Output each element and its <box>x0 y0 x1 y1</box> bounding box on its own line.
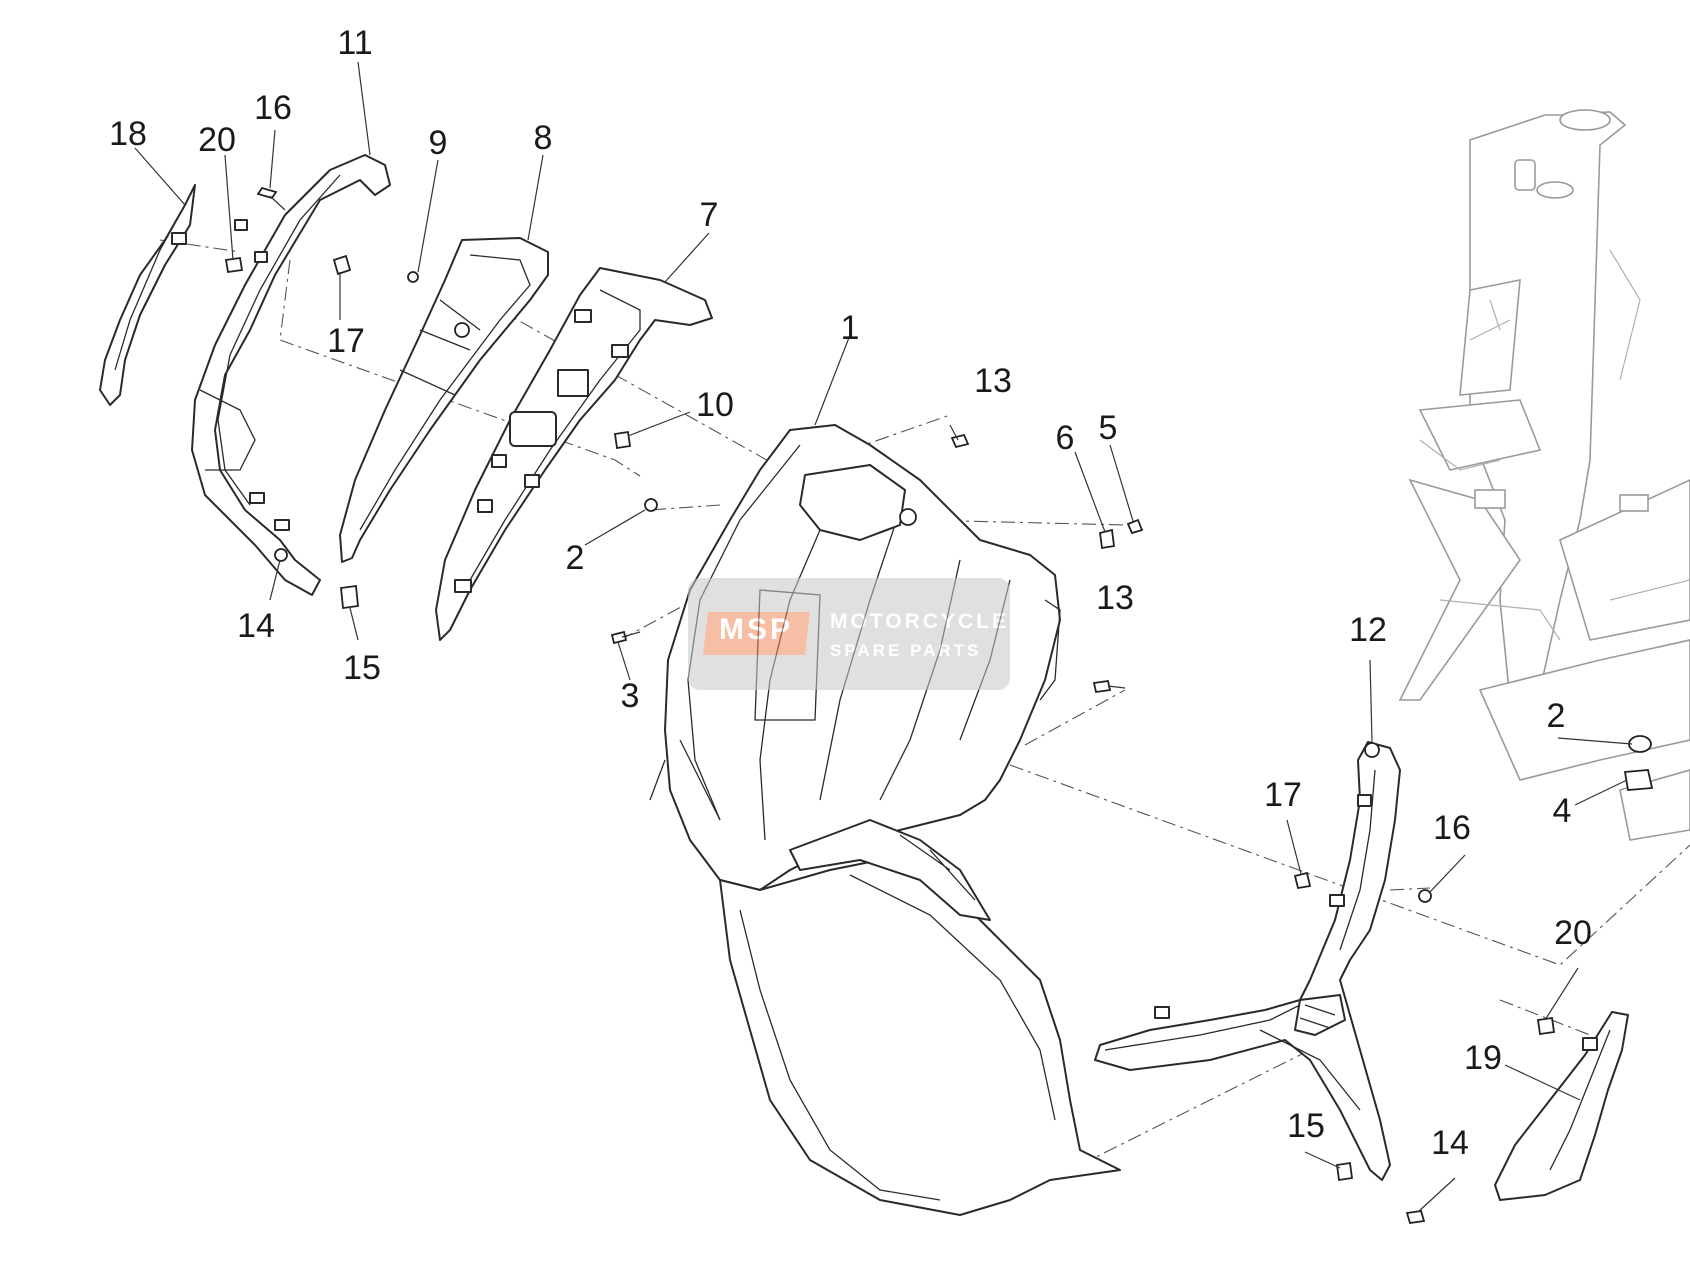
callout-16-right: 16 <box>1433 809 1471 847</box>
callout-13-lower: 13 <box>1096 579 1134 617</box>
callout-14-right: 14 <box>1431 1124 1469 1162</box>
part-19-right-trim <box>1494 1011 1629 1201</box>
callout-15-left: 15 <box>343 649 381 687</box>
part-7-inner-shield <box>435 267 713 641</box>
callout-2-left: 2 <box>566 539 585 577</box>
callout-4: 4 <box>1553 792 1572 830</box>
callout-9: 9 <box>429 124 448 162</box>
watermark: MSP MOTORCYCLE SPARE PARTS <box>688 578 1010 690</box>
assembly-centerlines <box>159 239 1690 1166</box>
callout-11: 11 <box>337 24 372 62</box>
callout-labels: 1 2 2 3 4 5 6 7 8 9 10 11 12 13 13 14 14… <box>109 24 1592 1162</box>
watermark-line2: SPARE PARTS <box>830 641 981 660</box>
callout-8: 8 <box>534 119 553 157</box>
callout-20-right: 20 <box>1554 914 1592 952</box>
callout-19: 19 <box>1464 1039 1502 1077</box>
callout-13-upper: 13 <box>974 362 1012 400</box>
leader-lines <box>134 61 1633 1213</box>
callout-20-left: 20 <box>198 121 236 159</box>
callout-6: 6 <box>1056 419 1075 457</box>
watermark-line1: MOTORCYCLE <box>830 610 1009 633</box>
part-12-right-rail <box>1094 741 1401 1181</box>
part-1-front-shield <box>649 424 1121 1216</box>
fasteners <box>224 186 1654 1225</box>
scooter-frame <box>1398 109 1690 841</box>
callout-5: 5 <box>1099 409 1118 447</box>
callout-17-left: 17 <box>327 322 365 360</box>
callout-12: 12 <box>1349 611 1387 649</box>
callout-16-left: 16 <box>254 89 292 127</box>
callout-7: 7 <box>700 196 719 234</box>
callout-18: 18 <box>109 115 147 153</box>
part-18-left-trim <box>99 184 196 406</box>
watermark-logo-text: MSP <box>719 613 793 646</box>
part-11-left-rail <box>191 154 391 596</box>
callout-15-right: 15 <box>1287 1107 1325 1145</box>
callout-14-left: 14 <box>237 607 275 645</box>
watermark-logo <box>703 612 810 655</box>
callout-3: 3 <box>621 677 640 715</box>
callout-10: 10 <box>696 386 734 424</box>
callout-1: 1 <box>841 309 860 347</box>
callout-17-right: 17 <box>1264 776 1302 814</box>
callout-2-right: 2 <box>1547 697 1566 735</box>
part-8-inner-panel <box>339 237 549 563</box>
